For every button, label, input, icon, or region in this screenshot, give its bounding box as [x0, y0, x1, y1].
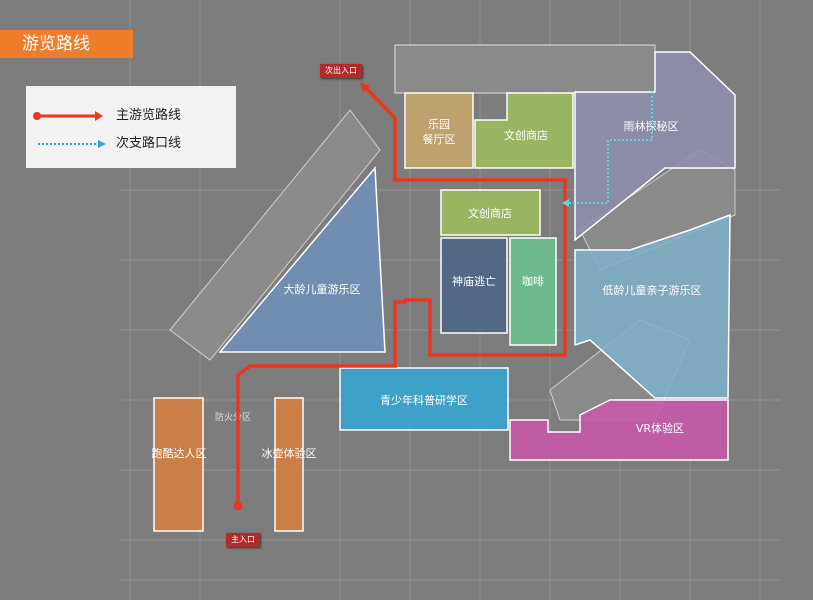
legend-branch-route: 次支路口线	[26, 134, 236, 154]
zone-restaurant[interactable]	[404, 92, 474, 169]
zone-curling[interactable]	[274, 397, 304, 532]
zone-coffee[interactable]	[509, 237, 557, 346]
zone-label-restaurant-1: 乐园	[428, 118, 450, 131]
legend-main-route-label: 主游览路线	[116, 108, 182, 123]
zone-label-vr: VR体验区	[636, 421, 684, 435]
main-route-arrowhead	[360, 82, 370, 93]
zone-label-older-kids: 大龄儿童游乐区	[284, 282, 361, 296]
zone-label-parkour: 跑酷达人区	[152, 446, 207, 460]
legend-main-route: 主游览路线	[26, 106, 236, 126]
main-route-line	[236, 85, 567, 506]
zone-label-shop-upper: 文创商店	[504, 128, 548, 142]
main-route-legend-icon	[33, 111, 103, 121]
secondary-entrance-tag: 次出入口	[320, 64, 362, 78]
fire-zone-label: 防火分区	[215, 411, 251, 423]
zone-temple-run[interactable]	[440, 237, 508, 334]
branch-route-line	[568, 92, 653, 204]
legend-branch-route-label: 次支路口线	[116, 136, 182, 151]
zone-label-toddler: 低龄儿童亲子游乐区	[603, 283, 702, 297]
branch-route-legend-icon	[38, 140, 106, 148]
branch-route-arrowhead	[562, 199, 569, 207]
zone-older-kids[interactable]	[218, 166, 386, 353]
zone-toddler[interactable]	[574, 213, 731, 399]
zone-vr[interactable]	[509, 399, 729, 461]
page-title: 游览路线	[0, 30, 133, 58]
zone-label-restaurant-2: 餐厅区	[423, 132, 456, 146]
zone-shop-upper[interactable]	[474, 92, 574, 169]
building-top	[394, 44, 656, 94]
legend: 主游览路线 次支路口线	[26, 86, 236, 168]
zone-youth-science[interactable]	[339, 367, 509, 431]
zone-label-curling: 冰壶体验区	[262, 446, 317, 460]
zone-rainforest[interactable]	[574, 51, 736, 242]
zone-label-temple-run: 神庙逃亡	[452, 274, 496, 288]
zone-label-shop-lower: 文创商店	[468, 206, 512, 220]
main-entrance-tag: 主入口	[226, 533, 260, 547]
zone-parkour[interactable]	[153, 397, 204, 532]
zone-label-coffee: 咖啡	[522, 274, 544, 288]
zone-shop-lower[interactable]	[440, 189, 541, 236]
building-diagonal	[169, 109, 381, 361]
main-route-start-dot	[233, 501, 243, 511]
zone-label-youth-science: 青少年科普研学区	[380, 393, 468, 407]
